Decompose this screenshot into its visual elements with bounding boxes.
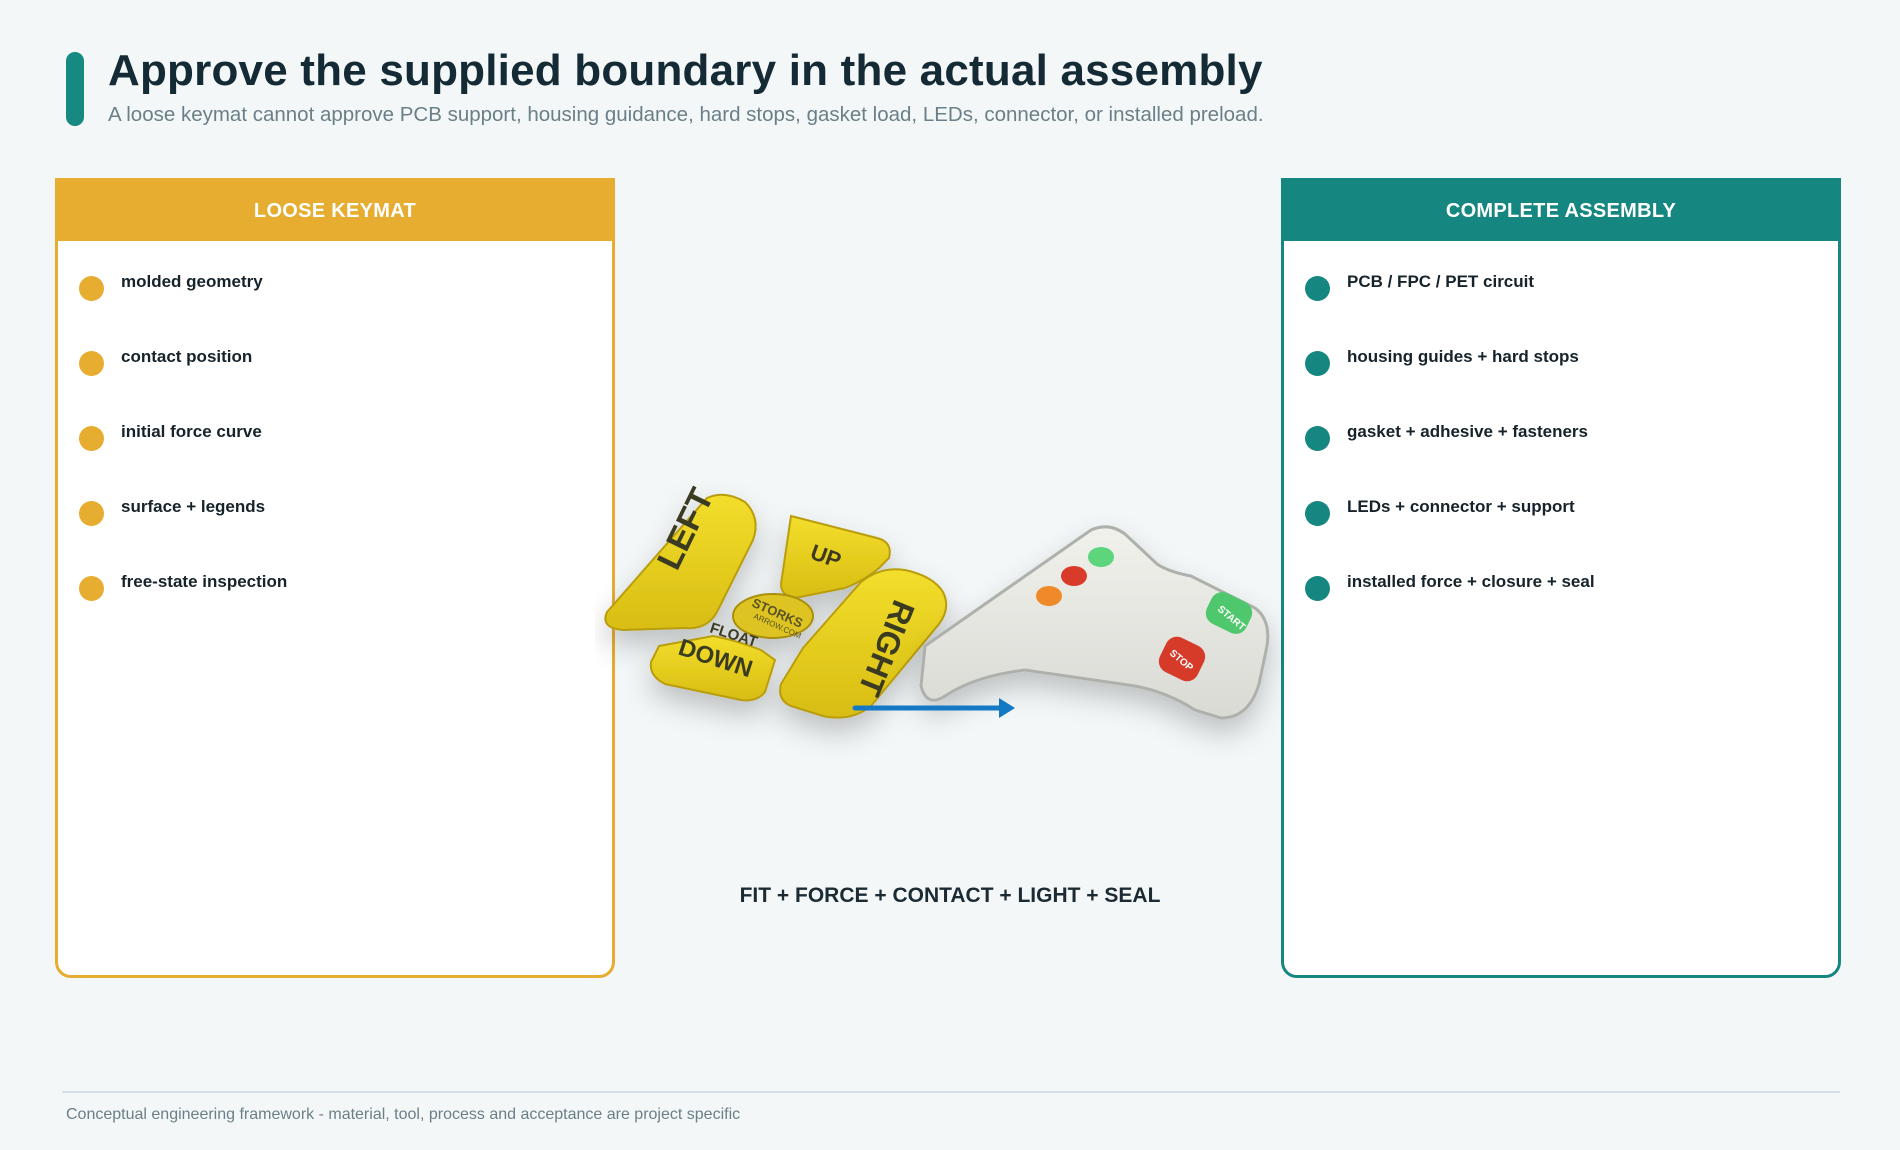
list-item-label: installed force + closure + seal xyxy=(1347,572,1595,591)
list-item: surface + legends xyxy=(58,486,612,561)
list-item-label: free-state inspection xyxy=(121,572,288,591)
complete-assembly-panel: COMPLETE ASSEMBLY PCB / FPC / PET circui… xyxy=(1281,178,1841,978)
list-item-label: LEDs + connector + support xyxy=(1347,497,1575,516)
bullet-dot-icon xyxy=(79,501,104,526)
keymat-to-assembly-illustration: LEFT UP RIGHT DOWN FLOAT STORKS ARROW.CO… xyxy=(595,480,1295,770)
list-item-label: housing guides + hard stops xyxy=(1347,347,1579,366)
illustration-svg: LEFT UP RIGHT DOWN FLOAT STORKS ARROW.CO… xyxy=(604,482,1270,720)
page-subtitle: A loose keymat cannot approve PCB suppor… xyxy=(108,103,1264,126)
title-accent-bar xyxy=(66,52,84,126)
list-item-label: PCB / FPC / PET circuit xyxy=(1347,272,1535,291)
bullet-dot-icon xyxy=(79,276,104,301)
footer-note: Conceptual engineering framework - mater… xyxy=(66,1106,741,1123)
list-item: contact position xyxy=(58,336,612,411)
loose-keymat-header: LOOSE KEYMAT xyxy=(58,181,612,241)
list-item-label: initial force curve xyxy=(121,422,262,441)
loose-keymat-list: molded geometry contact position initial… xyxy=(58,261,612,636)
led-red-icon xyxy=(1061,566,1087,586)
bullet-dot-icon xyxy=(1305,351,1330,376)
list-item: initial force curve xyxy=(58,411,612,486)
list-item: housing guides + hard stops xyxy=(1284,336,1838,411)
bullet-dot-icon xyxy=(79,351,104,376)
start-button-graphic xyxy=(1205,592,1253,634)
stop-button-graphic xyxy=(1158,636,1206,682)
bullet-dot-icon xyxy=(1305,426,1330,451)
page-title: Approve the supplied boundary in the act… xyxy=(108,46,1263,95)
complete-assembly-header: COMPLETE ASSEMBLY xyxy=(1284,181,1838,241)
list-item-label: gasket + adhesive + fasteners xyxy=(1347,422,1588,441)
complete-assembly-image: START STOP xyxy=(919,525,1270,720)
list-item: LEDs + connector + support xyxy=(1284,486,1838,561)
bullet-dot-icon xyxy=(1305,276,1330,301)
list-item-label: surface + legends xyxy=(121,497,266,516)
led-green-icon xyxy=(1088,547,1114,567)
loose-keymat-image: LEFT UP RIGHT DOWN FLOAT STORKS ARROW.CO… xyxy=(604,482,948,719)
led-orange-icon xyxy=(1036,586,1062,606)
list-item-label: molded geometry xyxy=(121,272,263,291)
list-item: gasket + adhesive + fasteners xyxy=(1284,411,1838,486)
list-item: molded geometry xyxy=(58,261,612,336)
bullet-dot-icon xyxy=(79,576,104,601)
bullet-dot-icon xyxy=(1305,501,1330,526)
list-item: free-state inspection xyxy=(58,561,612,636)
list-item: installed force + closure + seal xyxy=(1284,561,1838,636)
loose-keymat-panel: LOOSE KEYMAT molded geometry contact pos… xyxy=(55,178,615,978)
fit-force-caption: FIT + FORCE + CONTACT + LIGHT + SEAL xyxy=(739,884,1161,907)
list-item-label: contact position xyxy=(121,347,253,366)
bullet-dot-icon xyxy=(79,426,104,451)
bullet-dot-icon xyxy=(1305,576,1330,601)
list-item: PCB / FPC / PET circuit xyxy=(1284,261,1838,336)
assembly-arrow-icon xyxy=(852,698,1015,718)
complete-assembly-list: PCB / FPC / PET circuit housing guides +… xyxy=(1284,261,1838,636)
footer-divider xyxy=(62,1091,1840,1093)
